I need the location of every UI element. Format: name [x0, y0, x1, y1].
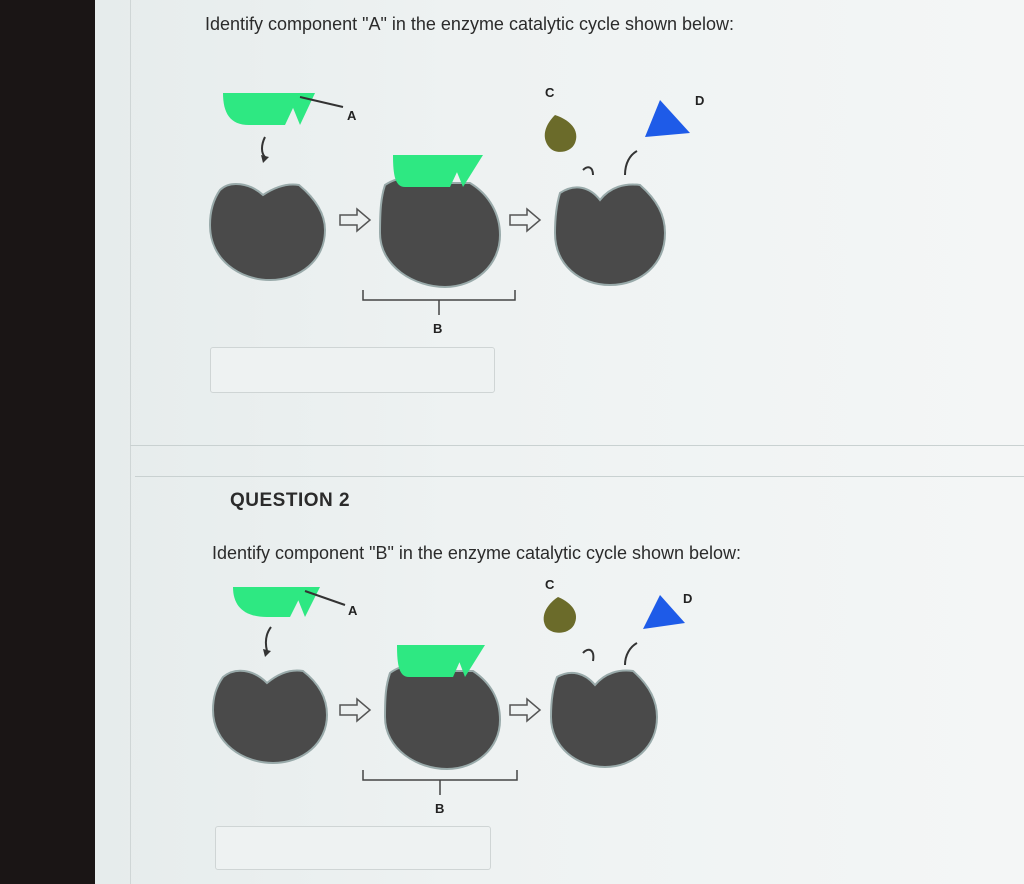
- product-d-shape: [643, 595, 685, 629]
- arrow-release-c: [582, 648, 595, 662]
- arrow-bind: [261, 136, 266, 158]
- enzyme-released-shape: [549, 669, 659, 769]
- quiz-page: Identify component "A" in the enzyme cat…: [95, 0, 1024, 884]
- substrate-a-shape: [223, 93, 315, 125]
- enzyme-free-shape: [208, 183, 327, 282]
- label-c: C: [545, 577, 555, 592]
- monitor-bezel: [0, 0, 95, 884]
- enzyme-substrate-complex-shape: [383, 664, 502, 771]
- step-arrow-2: [509, 697, 542, 723]
- label-a: A: [347, 108, 357, 123]
- question-1-diagram: A C D B: [208, 85, 704, 336]
- enzyme-free-shape: [211, 669, 329, 765]
- bound-substrate-shape: [397, 645, 467, 677]
- question-1-prompt: Identify component "A" in the enzyme cat…: [205, 14, 735, 34]
- arrow-bind: [264, 626, 272, 652]
- bound-substrate-shape: [393, 155, 465, 187]
- step-arrow-2: [509, 207, 542, 233]
- arrow-release-d: [624, 150, 638, 176]
- bracket-b: [362, 290, 516, 301]
- label-d: D: [683, 591, 692, 606]
- step-arrow-1: [339, 207, 372, 233]
- label-a-leader: [299, 96, 344, 108]
- label-b: B: [433, 321, 442, 336]
- label-d: D: [695, 93, 704, 108]
- bracket-b: [362, 770, 518, 781]
- question-2-diagram: A C D B: [211, 577, 692, 816]
- question-2-answer-field[interactable]: [215, 826, 491, 870]
- label-a-leader: [304, 590, 346, 606]
- product-c-shape: [543, 597, 577, 633]
- question-2-heading: QUESTION 2: [230, 490, 351, 511]
- question-2-prompt: Identify component "B" in the enzyme cat…: [212, 543, 742, 563]
- product-d-shape: [645, 100, 690, 137]
- enzyme-released-shape: [553, 183, 667, 287]
- label-c: C: [545, 85, 555, 100]
- question-divider-2: [135, 476, 1024, 477]
- enzyme-substrate-complex-shape: [378, 176, 502, 289]
- label-b: B: [435, 801, 444, 816]
- arrow-release-d: [624, 642, 638, 666]
- step-arrow-1: [339, 697, 372, 723]
- product-c-shape: [544, 115, 577, 152]
- label-a: A: [348, 603, 358, 618]
- question-divider-1: [130, 445, 1024, 446]
- question-1-answer-field[interactable]: [210, 347, 495, 393]
- content-border: [130, 0, 131, 884]
- arrow-release-c: [582, 166, 594, 176]
